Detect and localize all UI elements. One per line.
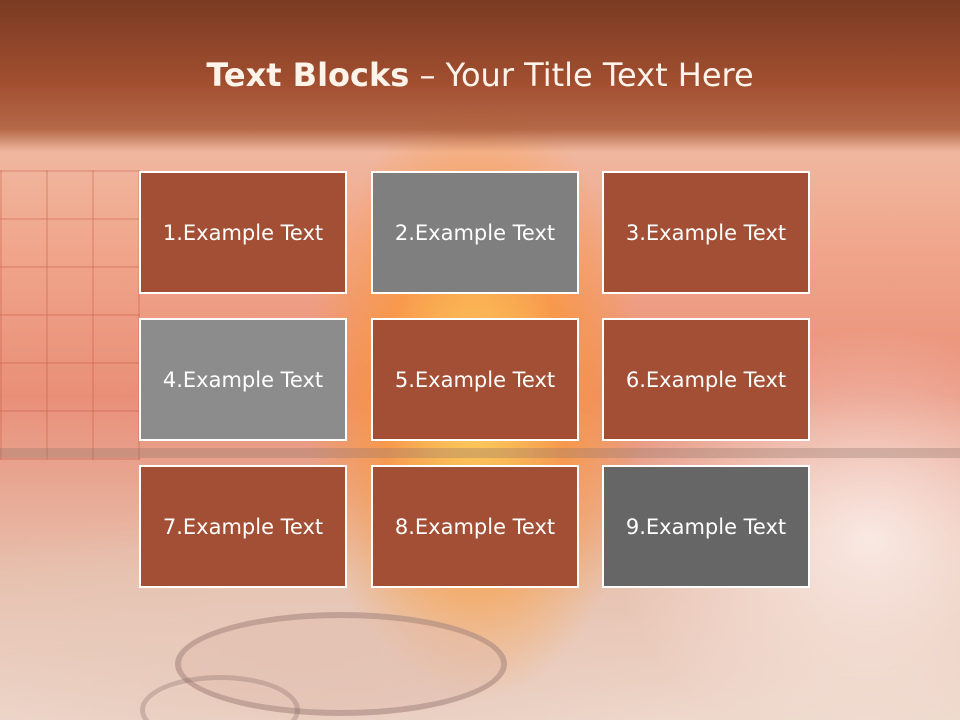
text-block-4[interactable]: 4.Example Text <box>139 318 347 441</box>
text-block-2[interactable]: 2.Example Text <box>371 171 579 294</box>
title-band <box>0 0 960 152</box>
text-block-5[interactable]: 5.Example Text <box>371 318 579 441</box>
text-block-6[interactable]: 6.Example Text <box>602 318 810 441</box>
background-rail <box>0 448 960 458</box>
title-rest: Your Title Text Here <box>445 56 754 94</box>
text-block-3[interactable]: 3.Example Text <box>602 171 810 294</box>
background-kitchen-tiles <box>0 170 140 460</box>
title-dash: – <box>409 56 446 94</box>
slide-title[interactable]: Text Blocks – Your Title Text Here <box>0 52 960 98</box>
text-block-1[interactable]: 1.Example Text <box>139 171 347 294</box>
title-bold: Text Blocks <box>206 56 410 94</box>
text-block-7[interactable]: 7.Example Text <box>139 465 347 588</box>
text-block-9[interactable]: 9.Example Text <box>602 465 810 588</box>
text-block-8[interactable]: 8.Example Text <box>371 465 579 588</box>
